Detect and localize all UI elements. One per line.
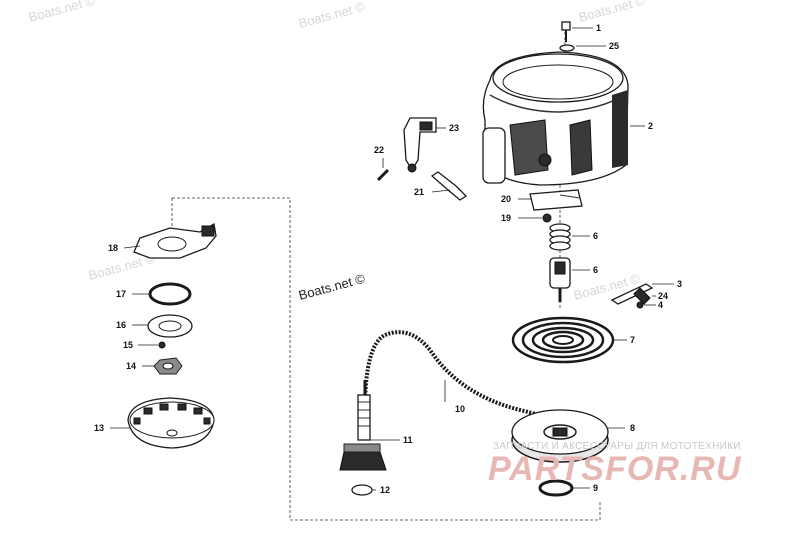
banner-subtitle: ЗАПЧАСТИ И АКСЕССУАРЫ ДЛЯ МОТОТЕХНИКИ <box>493 441 741 452</box>
callout-7: 7 <box>630 335 635 345</box>
callout-20: 20 <box>501 194 511 204</box>
part-clip-24 <box>633 287 651 305</box>
callout-10: 10 <box>455 404 465 414</box>
callout-6-spring: 6 <box>593 231 598 241</box>
part-link-3 <box>610 283 654 305</box>
watermark-boats-main: Boats.net © <box>297 271 367 303</box>
callout-8: 8 <box>630 423 635 433</box>
callout-22: 22 <box>374 145 384 155</box>
part-spring-21 <box>430 171 468 201</box>
part-spring-6 <box>549 223 571 251</box>
assembly-guide-line <box>172 197 601 521</box>
part-handle-11 <box>339 394 387 471</box>
leader-lines <box>110 27 674 491</box>
callout-16: 16 <box>116 320 126 330</box>
callout-6-pawl: 6 <box>593 265 598 275</box>
callout-24: 24 <box>658 291 668 301</box>
watermark-boats: Boats.net © <box>577 0 647 25</box>
callout-18: 18 <box>108 243 118 253</box>
part-ring-17 <box>148 282 192 306</box>
banner-logo: PARTSFOR.RU <box>488 450 742 488</box>
part-washer-12 <box>351 484 373 496</box>
part-screw-19 <box>542 213 552 223</box>
part-washer-25 <box>559 44 575 52</box>
callout-23: 23 <box>449 123 459 133</box>
callout-9: 9 <box>593 483 598 493</box>
partsfor-banner: ЗАПЧАСТИ И АКСЕССУАРЫ ДЛЯ МОТОТЕХНИКИ PA… <box>488 441 742 488</box>
callout-2: 2 <box>648 121 653 131</box>
part-nut-14 <box>153 357 183 375</box>
callout-15: 15 <box>123 340 133 350</box>
part-pin-22 <box>376 168 390 182</box>
callout-3: 3 <box>677 279 682 289</box>
callout-19: 19 <box>501 213 511 223</box>
callout-4: 4 <box>658 300 663 310</box>
callout-labels: 1 25 2 23 22 21 20 19 6 6 3 24 4 7 18 17… <box>94 23 682 495</box>
part-rewind-spring-7 <box>511 316 615 364</box>
part-pin-15 <box>158 341 166 349</box>
part-plate-20 <box>529 189 583 211</box>
part-pulley-8 <box>511 409 609 463</box>
callout-21: 21 <box>414 187 424 197</box>
part-bolt-1 <box>561 21 571 42</box>
part-cam-18 <box>133 222 217 259</box>
callout-1: 1 <box>596 23 601 33</box>
part-nut-4 <box>636 301 644 309</box>
callout-11: 11 <box>403 435 413 445</box>
callout-13: 13 <box>94 423 104 433</box>
callout-17: 17 <box>116 289 126 299</box>
watermark-boats: Boats.net © <box>297 0 367 31</box>
part-cup-13 <box>127 397 215 449</box>
callout-25: 25 <box>609 41 619 51</box>
callout-14: 14 <box>126 361 136 371</box>
part-washer-16 <box>147 314 193 338</box>
part-pawl-6 <box>549 257 571 302</box>
part-starter-housing-2 <box>482 51 629 186</box>
watermark-boats: Boats.net © <box>27 0 97 25</box>
part-lever-23 <box>403 117 437 173</box>
callout-12: 12 <box>380 485 390 495</box>
